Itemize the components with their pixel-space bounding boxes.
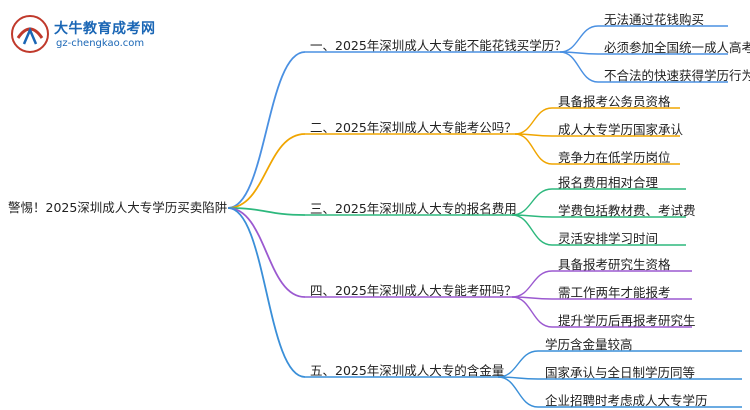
branch-4-leaf-3: 提升学历后再报考研究生 [558, 313, 696, 328]
branch-2-leaf-2: 成人大专学历国家承认 [558, 122, 684, 137]
branch-4-label: 四、2025年深圳成人大专能考研吗？ [310, 283, 517, 298]
branch-5-leaf-3: 企业招聘时考虑成人大专学历 [545, 393, 708, 408]
branch-3-to-leaf-3-line [511, 214, 553, 246]
branch-2-label: 二、2025年深圳成人大专能考公吗？ [310, 120, 517, 135]
branch-3-leaf-1: 报名费用相对合理 [558, 175, 659, 190]
root-topic: 警惕！2025深圳成人大专学历买卖陷阱 [8, 200, 228, 215]
branch-1-label: 一、2025年深圳成人大专能不能花钱买学历？ [310, 38, 567, 53]
root-to-branch-4-line [227, 207, 306, 298]
branch-2-to-leaf-3-line [514, 133, 553, 165]
site-logo: 大牛教育成考网 gz-chengkao.com [10, 14, 170, 54]
branch-1-leaf-2: 必须参加全国统一成人高考 [604, 40, 750, 55]
branch-1-to-leaf-3-line [559, 51, 599, 83]
branch-4-leaf-2: 需工作两年才能报考 [558, 285, 671, 300]
branch-2-leaf-1: 具备报考公务员资格 [558, 94, 671, 109]
root-to-branch-5-line [227, 207, 306, 378]
branch-3-leaf-2: 学费包括教材费、考试费 [558, 203, 696, 218]
branch-1-leaf-1: 无法通过花钱购买 [604, 12, 705, 27]
branch-5-label: 五、2025年深圳成人大专的含金量 [310, 363, 505, 378]
branch-2-to-leaf-1-line [514, 107, 553, 135]
branch-1-to-leaf-1-line [559, 25, 599, 53]
logo-emblem-icon [11, 15, 49, 53]
root-to-branch-2-line [227, 133, 306, 209]
branch-3-to-leaf-1-line [511, 188, 553, 216]
branch-3-leaf-3: 灵活安排学习时间 [558, 231, 659, 246]
branch-5-leaf-2: 国家承认与全日制学历同等 [545, 365, 696, 380]
branch-5-to-leaf-3-line [497, 376, 539, 408]
root-to-branch-3-line [227, 207, 306, 216]
branch-4-to-leaf-1-line [511, 270, 553, 298]
logo-title: 大牛教育成考网 [54, 21, 156, 37]
branch-4-to-leaf-3-line [511, 296, 553, 328]
branch-2-leaf-3: 竞争力在低学历岗位 [558, 150, 671, 165]
root-to-branch-1-line [227, 51, 306, 209]
logo-url: gz-chengkao.com [56, 38, 145, 49]
branch-3-label: 三、2025年深圳成人大专的报名费用 [310, 201, 517, 216]
branch-5-leaf-1: 学历含金量较高 [545, 337, 633, 352]
branch-1-leaf-3: 不合法的快速获得学历行为 [604, 68, 750, 83]
branch-4-leaf-1: 具备报考研究生资格 [558, 257, 671, 272]
branch-5-to-leaf-1-line [497, 350, 539, 378]
